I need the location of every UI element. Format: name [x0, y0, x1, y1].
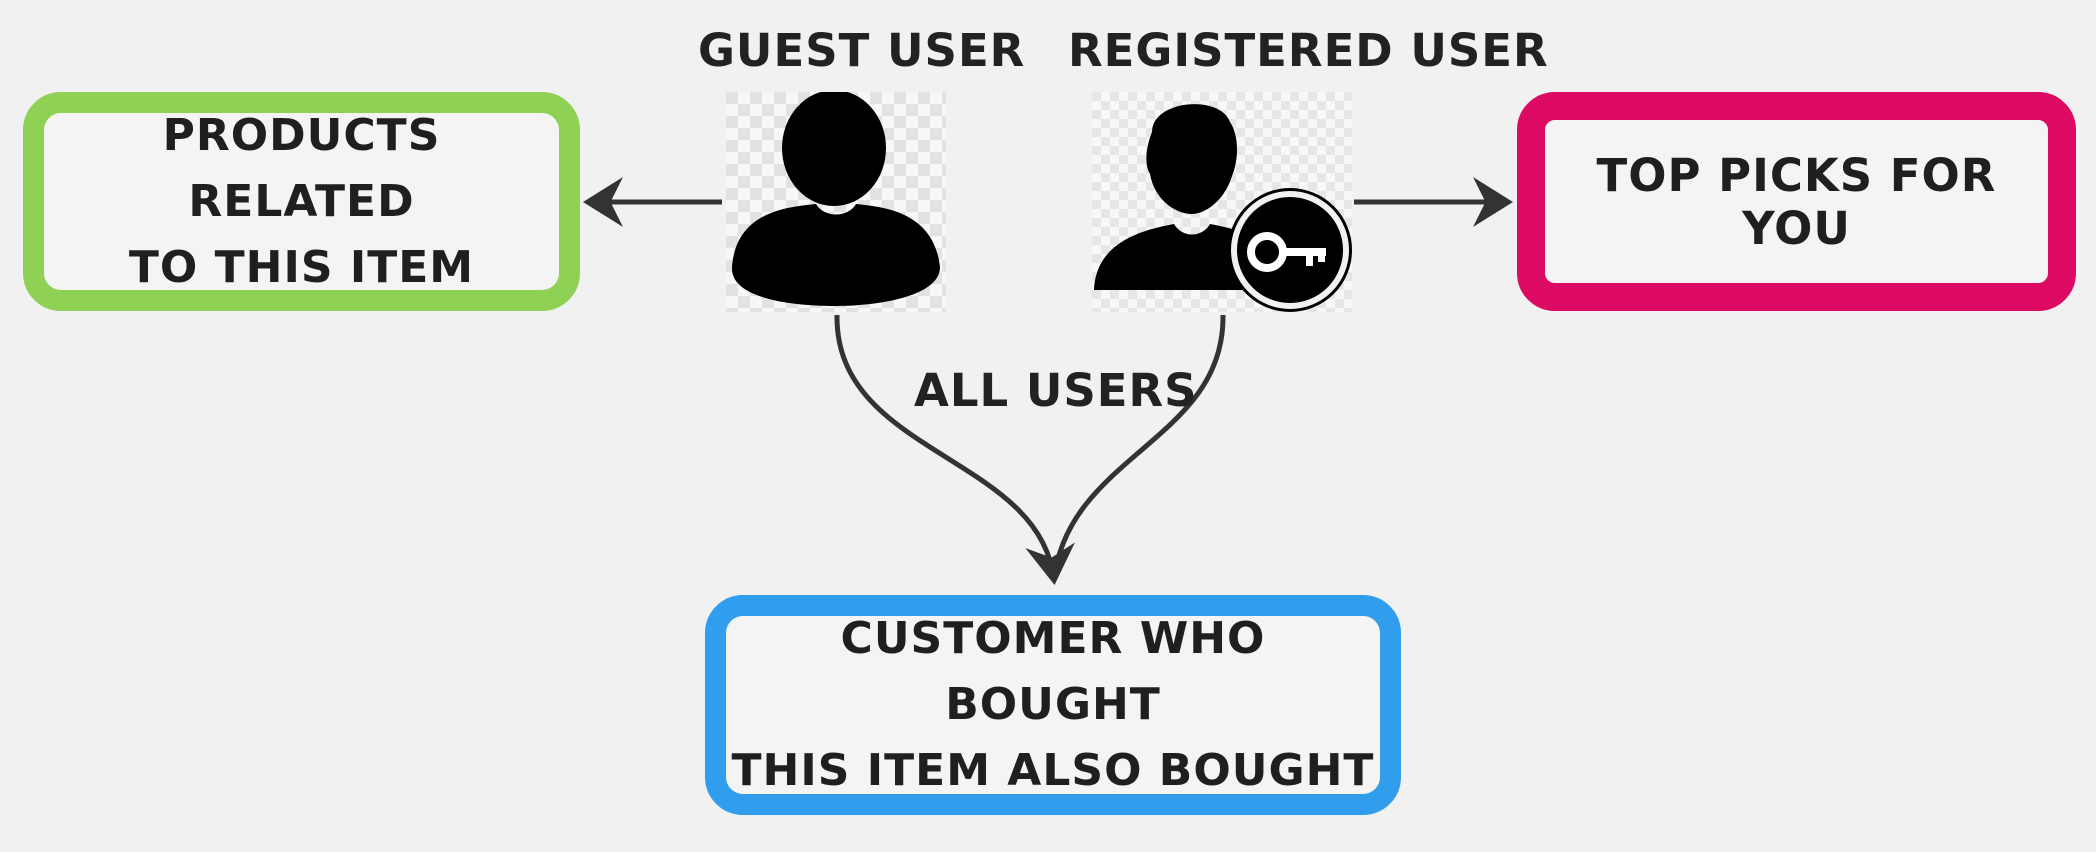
top-picks-box: TOP PICKS FOR YOU — [1517, 92, 2076, 311]
customer-also-bought-line2: THIS ITEM ALSO BOUGHT — [731, 745, 1375, 796]
customer-also-bought-line1: CUSTOMER WHO BOUGHT — [840, 613, 1266, 730]
guest-user-heading: GUEST USER — [698, 24, 1026, 77]
all-users-label: ALL USERS — [914, 364, 1198, 417]
registered-user-heading: REGISTERED USER — [1068, 24, 1549, 77]
customer-also-bought-box: CUSTOMER WHO BOUGHT THIS ITEM ALSO BOUGH… — [705, 595, 1401, 815]
user-silhouette-icon — [726, 92, 946, 312]
products-related-box: PRODUCTS RELATED TO THIS ITEM — [23, 92, 580, 311]
top-picks-label: TOP PICKS FOR YOU — [1596, 148, 1997, 255]
user-with-key-icon — [1092, 92, 1352, 312]
arrow-guest-to-customer-bought — [834, 314, 1075, 585]
products-related-line2: TO THIS ITEM — [128, 241, 475, 293]
products-related-line1: PRODUCTS RELATED — [162, 109, 441, 227]
arrow-registered-to-customer-bought — [1051, 314, 1226, 581]
